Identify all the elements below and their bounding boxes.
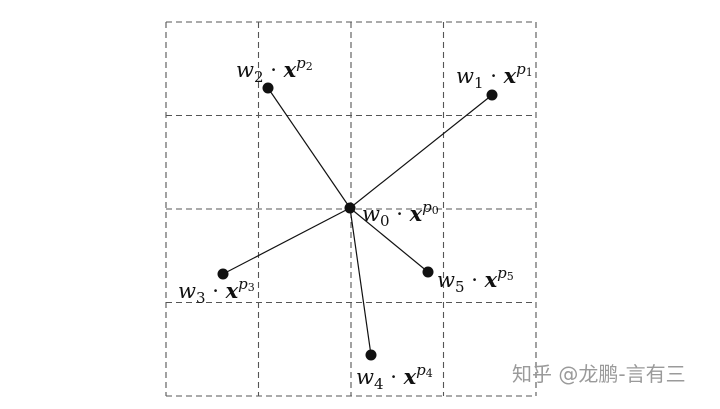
point-p0 <box>344 202 356 214</box>
label-part: w <box>362 202 380 226</box>
label-part: p <box>497 264 507 282</box>
label-part: 2 <box>306 60 313 73</box>
label-part: 2 <box>254 68 264 86</box>
label-p5: w5 · xp5 <box>437 264 514 296</box>
watermark-text: 知乎 @龙鹏-言有三 <box>512 362 686 386</box>
label-part: x <box>403 364 417 389</box>
label-part: · <box>484 64 504 88</box>
label-part: w <box>178 279 196 303</box>
label-part: · <box>465 268 485 292</box>
label-part: w <box>236 58 254 82</box>
label-part: 1 <box>526 66 533 79</box>
label-part: 3 <box>248 281 255 294</box>
label-part: 4 <box>374 375 384 393</box>
label-part: x <box>484 267 498 292</box>
connector-p5 <box>349 207 429 273</box>
sample-points <box>217 82 498 361</box>
label-p2: w2 · xp2 <box>236 54 313 86</box>
label-p3: w3 · xp3 <box>178 275 255 307</box>
point-p3 <box>217 268 229 280</box>
point-p2 <box>262 82 274 94</box>
label-part: p <box>416 361 426 379</box>
connector-p3 <box>222 207 351 275</box>
label-part: x <box>283 57 297 82</box>
label-p1: w1 · xp1 <box>456 60 533 92</box>
label-part: 1 <box>474 74 484 92</box>
label-p0: w0 · xp0 <box>362 198 439 230</box>
label-part: p <box>296 54 306 72</box>
point-p5 <box>422 266 434 278</box>
connector-p1 <box>349 94 493 209</box>
label-part: · <box>390 202 410 226</box>
label-part: 5 <box>455 278 465 296</box>
connector-p2 <box>267 87 351 209</box>
connector-p4 <box>349 207 372 356</box>
label-part: p <box>238 275 248 293</box>
point-p4 <box>365 349 377 361</box>
label-part: x <box>225 278 239 303</box>
label-part: p <box>422 198 432 216</box>
label-part: 3 <box>196 289 206 307</box>
label-part: 0 <box>380 212 390 230</box>
connector-lines <box>222 87 493 356</box>
label-part: 4 <box>426 367 433 380</box>
label-part: w <box>356 365 374 389</box>
point-p1 <box>486 89 498 101</box>
label-part: 5 <box>507 270 514 283</box>
label-part: p <box>516 60 526 78</box>
label-p4: w4 · xp4 <box>356 361 433 393</box>
label-part: · <box>206 279 226 303</box>
label-part: 0 <box>432 204 439 217</box>
label-part: · <box>384 365 404 389</box>
label-part: x <box>503 63 517 88</box>
label-part: x <box>409 201 423 226</box>
label-part: · <box>264 58 284 82</box>
label-part: w <box>456 64 474 88</box>
label-part: w <box>437 268 455 292</box>
